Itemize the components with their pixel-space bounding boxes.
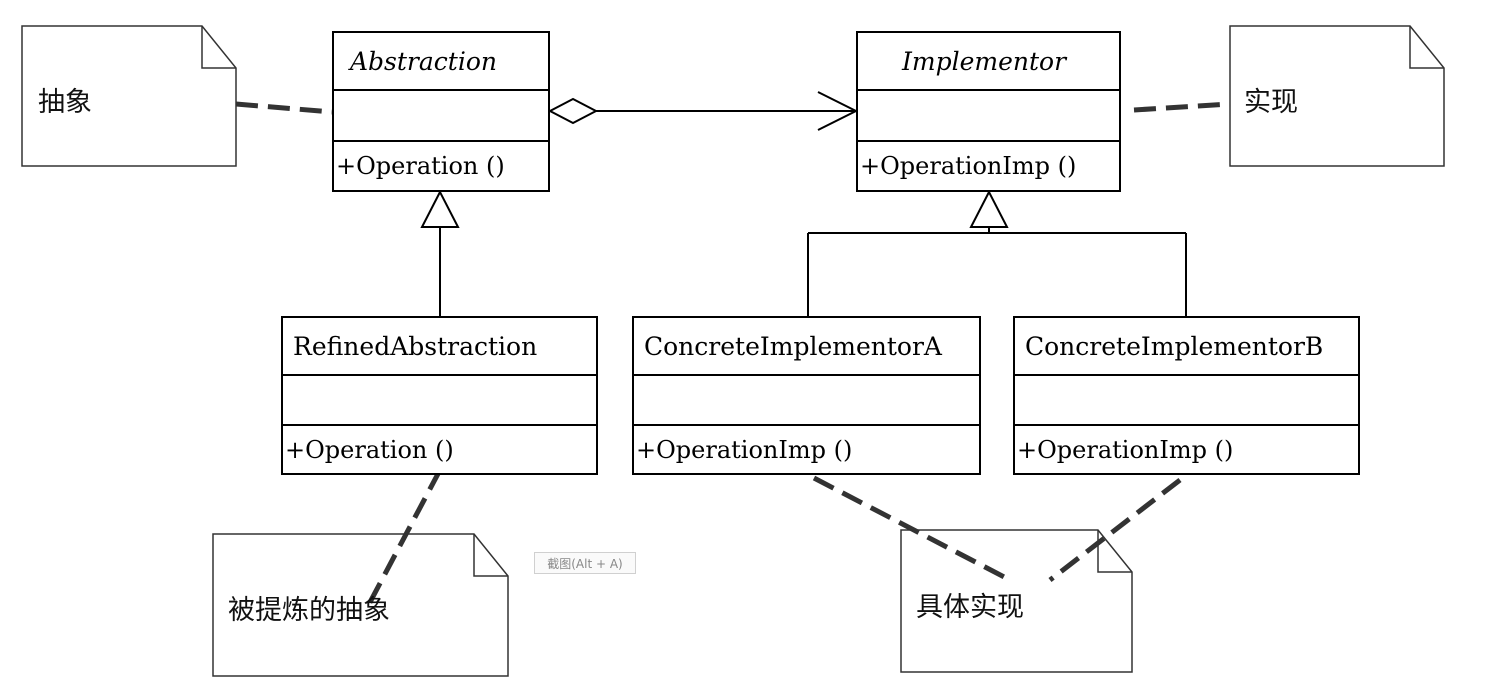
class-attributes [1015, 376, 1358, 426]
generalization-refined [420, 189, 460, 316]
note-abstraction-text: 抽象 [38, 87, 92, 118]
note-abstraction [21, 25, 237, 167]
note-link-concrete-b [1048, 478, 1182, 582]
note-link-concrete-a [812, 475, 1012, 583]
class-operation: +OperationImp () [860, 152, 1077, 180]
note-implementor-text: 实现 [1244, 87, 1298, 118]
class-name: Abstraction [334, 33, 548, 91]
note-implementor [1229, 25, 1445, 167]
note-refined [212, 533, 509, 677]
class-concrete-implementor-b: ConcreteImplementorB +OperationImp () [1013, 316, 1360, 475]
note-link-implementor [1133, 101, 1231, 113]
class-operation: +Operation () [285, 435, 454, 464]
screenshot-tooltip: 截图(Alt + A) [534, 552, 636, 574]
class-attributes [858, 91, 1119, 142]
note-concrete-text: 具体实现 [916, 592, 1024, 623]
class-attributes [283, 376, 596, 426]
generalization-concrete [807, 189, 1187, 316]
class-refined-abstraction: RefinedAbstraction +Operation () [281, 316, 598, 475]
class-operation: +Operation () [336, 152, 505, 180]
aggregation-association [547, 91, 859, 131]
class-abstraction: Abstraction +Operation () [332, 31, 550, 192]
class-attributes [334, 91, 548, 142]
class-attributes [634, 376, 979, 426]
class-operation: +OperationImp () [636, 435, 853, 464]
note-link-abstraction [235, 101, 333, 115]
class-operation: +OperationImp () [1017, 435, 1234, 464]
class-name: ConcreteImplementorA [634, 318, 979, 376]
class-name: ConcreteImplementorB [1015, 318, 1358, 376]
class-concrete-implementor-a: ConcreteImplementorA +OperationImp () [632, 316, 981, 475]
class-implementor: Implementor +OperationImp () [856, 31, 1121, 192]
note-link-refined [365, 468, 443, 608]
note-refined-text: 被提炼的抽象 [228, 595, 390, 626]
class-name: Implementor [858, 33, 1119, 91]
class-name: RefinedAbstraction [283, 318, 596, 376]
